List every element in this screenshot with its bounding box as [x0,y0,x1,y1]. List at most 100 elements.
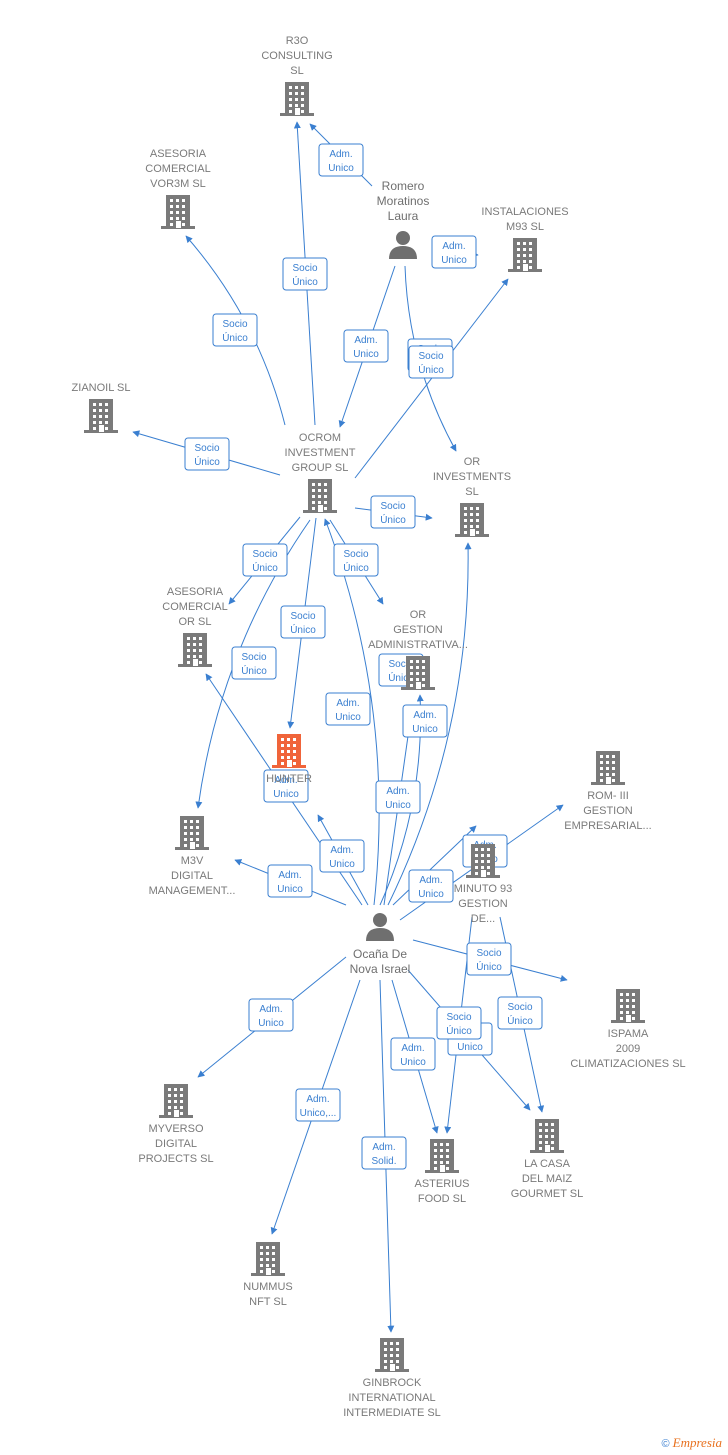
node-label-line: OR [410,609,427,621]
relation-label-line: Adm. [442,241,465,252]
node-zianoil[interactable]: ZIANOIL SL [72,382,131,433]
relation-label-box [361,1136,407,1170]
relation-labels-layer: SocioÚnicoAdm.UnicoSocioÚnicoAdm.UnicoSo… [184,143,543,1170]
node-m3v[interactable]: M3VDIGITALMANAGEMENT... [149,816,236,897]
relation-label-line: Adm. [274,775,297,786]
relation-label-line: Único [476,960,502,973]
node-label-line: PROJECTS SL [138,1153,213,1165]
relation-label[interactable]: Adm.Unico,... [295,1088,341,1122]
relation-label[interactable]: Adm.Solid. [361,1136,407,1170]
node-label-line: NFT SL [249,1296,287,1308]
relation-label-line: Unico [335,712,361,723]
relation-label[interactable]: Adm.Unico [319,839,365,873]
node-orgest[interactable]: ORGESTIONADMINISTRATIVA... [368,609,468,690]
relation-label-line: Socio [388,659,413,670]
relation-label-line: Socio [252,549,277,560]
node-rom3[interactable]: ROM- IIIGESTIONEMPRESARIAL... [564,751,652,832]
relation-label[interactable]: Adm.Unico [375,780,421,814]
node-hunter[interactable]: HUNTER [266,734,312,785]
orgest-building-icon [401,656,435,690]
relation-label-box [248,998,294,1032]
relation-label-box [184,437,230,471]
relation-label-line: Único [290,623,316,636]
relation-label-box [436,1006,482,1040]
relation-label-line: Socio [343,549,368,560]
relation-label[interactable]: Adm. Unico [325,692,371,726]
relation-label-line: Adm. [336,698,359,709]
relation-label-line: Adm. [419,875,442,886]
relation-label[interactable]: Adm.Unico [263,769,309,803]
relation-label-line: Unico [328,163,354,174]
lacasa-building-icon [530,1119,564,1153]
node-label-line: Moratinos [377,194,430,208]
relation-label[interactable]: Adm.Unico [431,235,477,269]
node-label-line: DIGITAL [171,870,213,882]
relation-label[interactable]: Adm.Unico [318,143,364,177]
footer: © Empresia [661,1435,722,1451]
node-minuto[interactable]: MINUTO 93GESTIONDE... [454,844,512,925]
relation-label-box [280,605,326,639]
node-label-line: Laura [388,209,419,223]
node-label-line: INTERMEDIATE SL [343,1407,441,1419]
relation-label[interactable]: Adm.Unico [402,704,448,738]
brand-logo[interactable]: Empresia [672,1435,722,1450]
ocana-person-icon [366,913,394,941]
relation-label-line: Socio [380,501,405,512]
relation-label[interactable]: Adm.Unico [343,329,389,363]
node-label-line: OCROM [299,432,341,444]
node-label-line: INSTALACIONES [481,206,568,218]
node-label-line: 2009 [616,1043,640,1055]
node-label-line: OR SL [178,616,211,628]
relation-label-line: Socio [446,1012,471,1023]
node-label-line: EMPRESARIAL... [564,820,651,832]
relation-label-box [318,143,364,177]
asterius-building-icon [425,1139,459,1173]
node-label-line: GESTION [458,898,508,910]
relation-label-box [295,1088,341,1122]
relation-label[interactable]: Adm.Unico [408,869,454,903]
relation-label-line: Solid. [371,1156,396,1167]
ascom-building-icon [178,633,212,667]
node-label-line: ASESORIA [167,586,224,598]
relation-label[interactable]: Adm.Unico [267,864,313,898]
node-label-line: HUNTER [266,773,312,785]
relation-label-line: Único [418,363,444,376]
relation-label-line: Único [507,1014,533,1027]
relation-label[interactable]: Adm.Unico [248,998,294,1032]
relation-label[interactable]: Adm.Unico [390,1037,436,1071]
node-label-line: INVESTMENTS [433,471,511,483]
relation-label-line: Único [292,275,318,288]
rom3-building-icon [591,751,625,785]
node-label-line: Ocaña De [353,947,407,961]
node-label-line: DIGITAL [155,1138,197,1150]
relation-label-box [375,780,421,814]
node-label-line: COMERCIAL [145,163,210,175]
zianoil-building-icon [84,399,118,433]
